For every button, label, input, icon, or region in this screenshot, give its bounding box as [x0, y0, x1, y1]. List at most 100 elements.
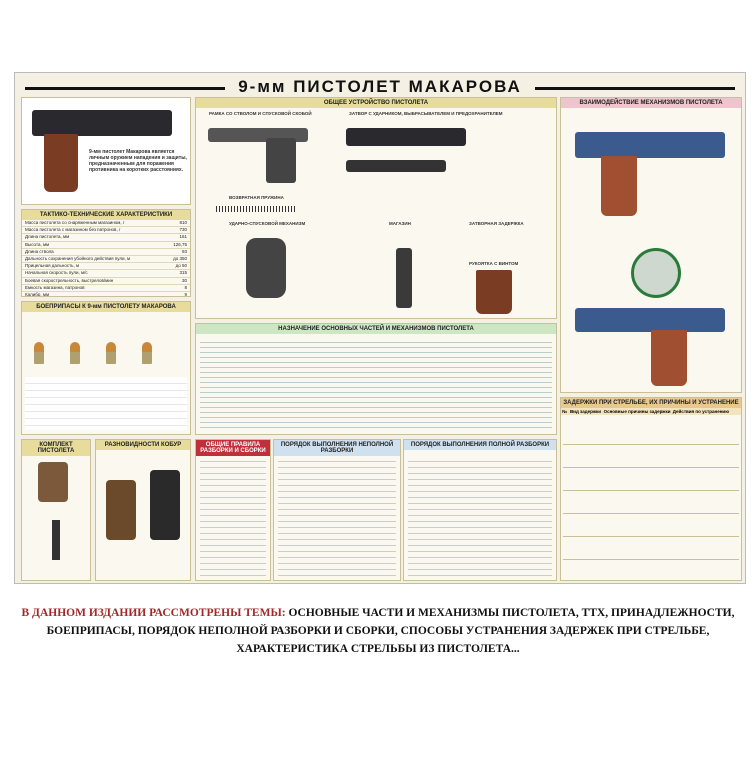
grip-label: РУКОЯТКА С ВИНТОМ [469, 261, 519, 266]
spec-value: до 350 [173, 256, 187, 262]
intro-text: 9-мм пистолет Макарова является личным о… [89, 149, 187, 173]
magazine-image [396, 248, 412, 308]
pistol-slide-image [32, 110, 172, 136]
full-header: ПОРЯДОК ВЫПОЛНЕНИЯ ПОЛНОЙ РАЗБОРКИ [404, 440, 556, 450]
kit-header: КОМПЛЕКТ ПИСТОЛЕТА [22, 440, 90, 456]
spec-value: 9 [184, 292, 187, 297]
spec-label: Дальность сохранения убойного действия п… [25, 256, 131, 262]
spec-value: 161 [179, 234, 187, 240]
spec-value: 93 [181, 248, 187, 254]
caption-text: ОСНОВНЫЕ ЧАСТИ И МЕХАНИЗМЫ ПИСТОЛЕТА, ТТ… [46, 607, 735, 655]
frame-label: РАМКА СО СТВОЛОМ И СПУСКОВОЙ СКОБОЙ [209, 111, 312, 116]
spec-label: Начальная скорость пули, м/с [25, 270, 88, 276]
holster-image [38, 462, 68, 502]
spec-label: Калибр, мм [25, 292, 50, 297]
stoppages-column-header: Основные причины задержки [603, 409, 671, 414]
spec-label: Прицельная дальность, м [25, 263, 80, 269]
spec-value: 730 [179, 227, 187, 233]
purpose-text [200, 338, 552, 430]
slide-image [346, 128, 466, 146]
magazine-label: МАГАЗИН [389, 221, 411, 226]
spec-label: Длина пистолета, мм [25, 234, 70, 240]
stoppages-table [563, 422, 739, 576]
spec-label: Масса пистолета со снаряженным магазином… [25, 220, 125, 225]
spec-row: Масса пистолета со снаряженным магазином… [22, 220, 190, 228]
ammo-panel: БОЕПРИПАСЫ К 9-мм ПИСТОЛЕТУ МАКАРОВА [21, 301, 191, 435]
cartridge-image [142, 342, 152, 364]
pistol-grip-image [44, 134, 78, 192]
spec-row: Дальность сохранения убойного действия п… [22, 256, 190, 264]
holsters-panel: РАЗНОВИДНОСТИ КОБУР [95, 439, 191, 581]
spring-label: ВОЗВРАТНАЯ ПРУЖИНА [229, 195, 284, 200]
general-design-panel: ОБЩЕЕ УСТРОЙСТВО ПИСТОЛЕТА РАМКА СО СТВО… [195, 97, 557, 319]
spec-value: 315 [179, 270, 187, 276]
poster: 9-мм ПИСТОЛЕТ МАКАРОВА 9-мм пистолет Мак… [14, 72, 746, 584]
spec-label: Высота, мм [25, 241, 50, 247]
partial-text [278, 456, 396, 576]
spec-row: Начальная скорость пули, м/с 315 [22, 270, 190, 278]
spec-row: Емкость магазина, патронов 8 [22, 284, 190, 293]
slide-parts-image [346, 160, 446, 172]
cutaway-slide-image-2 [575, 308, 725, 332]
interaction-panel: ВЗАИМОДЕЙСТВИЕ МЕХАНИЗМОВ ПИСТОЛЕТА [560, 97, 742, 393]
purpose-header: НАЗНАЧЕНИЕ ОСНОВНЫХ ЧАСТЕЙ И МЕХАНИЗМОВ … [196, 324, 556, 334]
cartridge-image [70, 342, 80, 364]
spec-label: Боевая скорострельность, выстрелов/мин [25, 277, 114, 283]
rules-panel: ОБЩИЕ ПРАВИЛА РАЗБОРКИ И СБОРКИ [195, 439, 271, 581]
spec-row: Длина пистолета, мм 161 [22, 234, 190, 242]
slide-label: ЗАТВОР С УДАРНИКОМ, ВЫБРАСЫВАТЕЛЕМ И ПРЕ… [349, 111, 503, 116]
spec-row: Высота, мм 126,75 [22, 242, 190, 249]
caption-lead: В ДАННОМ ИЗДАНИИ РАССМОТРЕНЫ ТЕМЫ: [21, 607, 286, 619]
pistol-photo-panel: 9-мм пистолет Макарова является личным о… [21, 97, 191, 205]
stoppages-panel: ЗАДЕРЖКИ ПРИ СТРЕЛЬБЕ, ИХ ПРИЧИНЫ И УСТР… [560, 397, 742, 581]
full-disassembly-panel: ПОРЯДОК ВЫПОЛНЕНИЯ ПОЛНОЙ РАЗБОРКИ [403, 439, 557, 581]
detail-circle-image [631, 248, 681, 298]
stoppages-column-header: Вид задержки [569, 409, 601, 414]
purpose-panel: НАЗНАЧЕНИЕ ОСНОВНЫХ ЧАСТЕЙ И МЕХАНИЗМОВ … [195, 323, 557, 435]
kit-panel: КОМПЛЕКТ ПИСТОЛЕТА [21, 439, 91, 581]
cutaway-grip-image [601, 156, 637, 216]
spec-label: Масса пистолета с магазином без патронов… [25, 227, 121, 233]
stoppages-header: ЗАДЕРЖКИ ПРИ СТРЕЛЬБЕ, ИХ ПРИЧИНЫ И УСТР… [561, 398, 741, 408]
spec-value: 8 [184, 284, 187, 290]
rules-header: ОБЩИЕ ПРАВИЛА РАЗБОРКИ И СБОРКИ [196, 440, 270, 456]
grip-panel-image [476, 270, 512, 314]
ammo-header: БОЕПРИПАСЫ К 9-мм ПИСТОЛЕТУ МАКАРОВА [22, 302, 190, 312]
rules-text [200, 456, 266, 576]
trigger-mechanism-image [246, 238, 286, 298]
spec-value: 126,75 [173, 241, 187, 247]
spring-image [216, 206, 296, 212]
spec-row: Боевая скорострельность, выстрелов/мин 30 [22, 278, 190, 285]
stoppages-column-header: Действия по устранению [672, 409, 730, 414]
poster-title: 9-мм ПИСТОЛЕТ МАКАРОВА [15, 77, 745, 97]
holster-image [150, 470, 180, 540]
spec-value: до 50 [175, 263, 187, 269]
spec-label: Емкость магазина, патронов [25, 284, 85, 290]
interaction-header: ВЗАИМОДЕЙСТВИЕ МЕХАНИЗМОВ ПИСТОЛЕТА [561, 98, 741, 108]
spec-row: Калибр, мм 9 [22, 292, 190, 297]
specs-header: ТАКТИКО-ТЕХНИЧЕСКИЕ ХАРАКТЕРИСТИКИ [22, 210, 190, 220]
partial-disassembly-panel: ПОРЯДОК ВЫПОЛНЕНИЯ НЕПОЛНОЙ РАЗБОРКИ [273, 439, 401, 581]
stoppages-column-header: № [562, 409, 568, 414]
spec-value: 810 [179, 220, 187, 225]
holster-image [106, 480, 136, 540]
specs-table: ТАКТИКО-ТЕХНИЧЕСКИЕ ХАРАКТЕРИСТИКИ Масса… [21, 209, 191, 297]
cutaway-grip-image-2 [651, 330, 687, 386]
spec-row: Длина ствола 93 [22, 248, 190, 257]
caption: В ДАННОМ ИЗДАНИИ РАССМОТРЕНЫ ТЕМЫ: ОСНОВ… [20, 604, 736, 658]
spec-row: Масса пистолета с магазином без патронов… [22, 227, 190, 235]
ammo-table [25, 377, 187, 430]
slide-stop-label: ЗАТВОРНАЯ ЗАДЕРЖКА [469, 221, 524, 226]
holsters-header: РАЗНОВИДНОСТИ КОБУР [96, 440, 190, 450]
cartridge-image [106, 342, 116, 364]
frame-grip-image [266, 138, 296, 183]
cutaway-slide-image [575, 132, 725, 158]
spec-value: 30 [181, 277, 187, 283]
general-header: ОБЩЕЕ УСТРОЙСТВО ПИСТОЛЕТА [196, 98, 556, 108]
spec-label: Длина ствола [25, 248, 54, 254]
spec-row: Прицельная дальность, м до 50 [22, 263, 190, 271]
full-text [408, 456, 552, 576]
partial-header: ПОРЯДОК ВЫПОЛНЕНИЯ НЕПОЛНОЙ РАЗБОРКИ [274, 440, 400, 456]
magazine-kit-image [52, 520, 60, 560]
trigger-label: УДАРНО-СПУСКОВОЙ МЕХАНИЗМ [229, 221, 306, 226]
